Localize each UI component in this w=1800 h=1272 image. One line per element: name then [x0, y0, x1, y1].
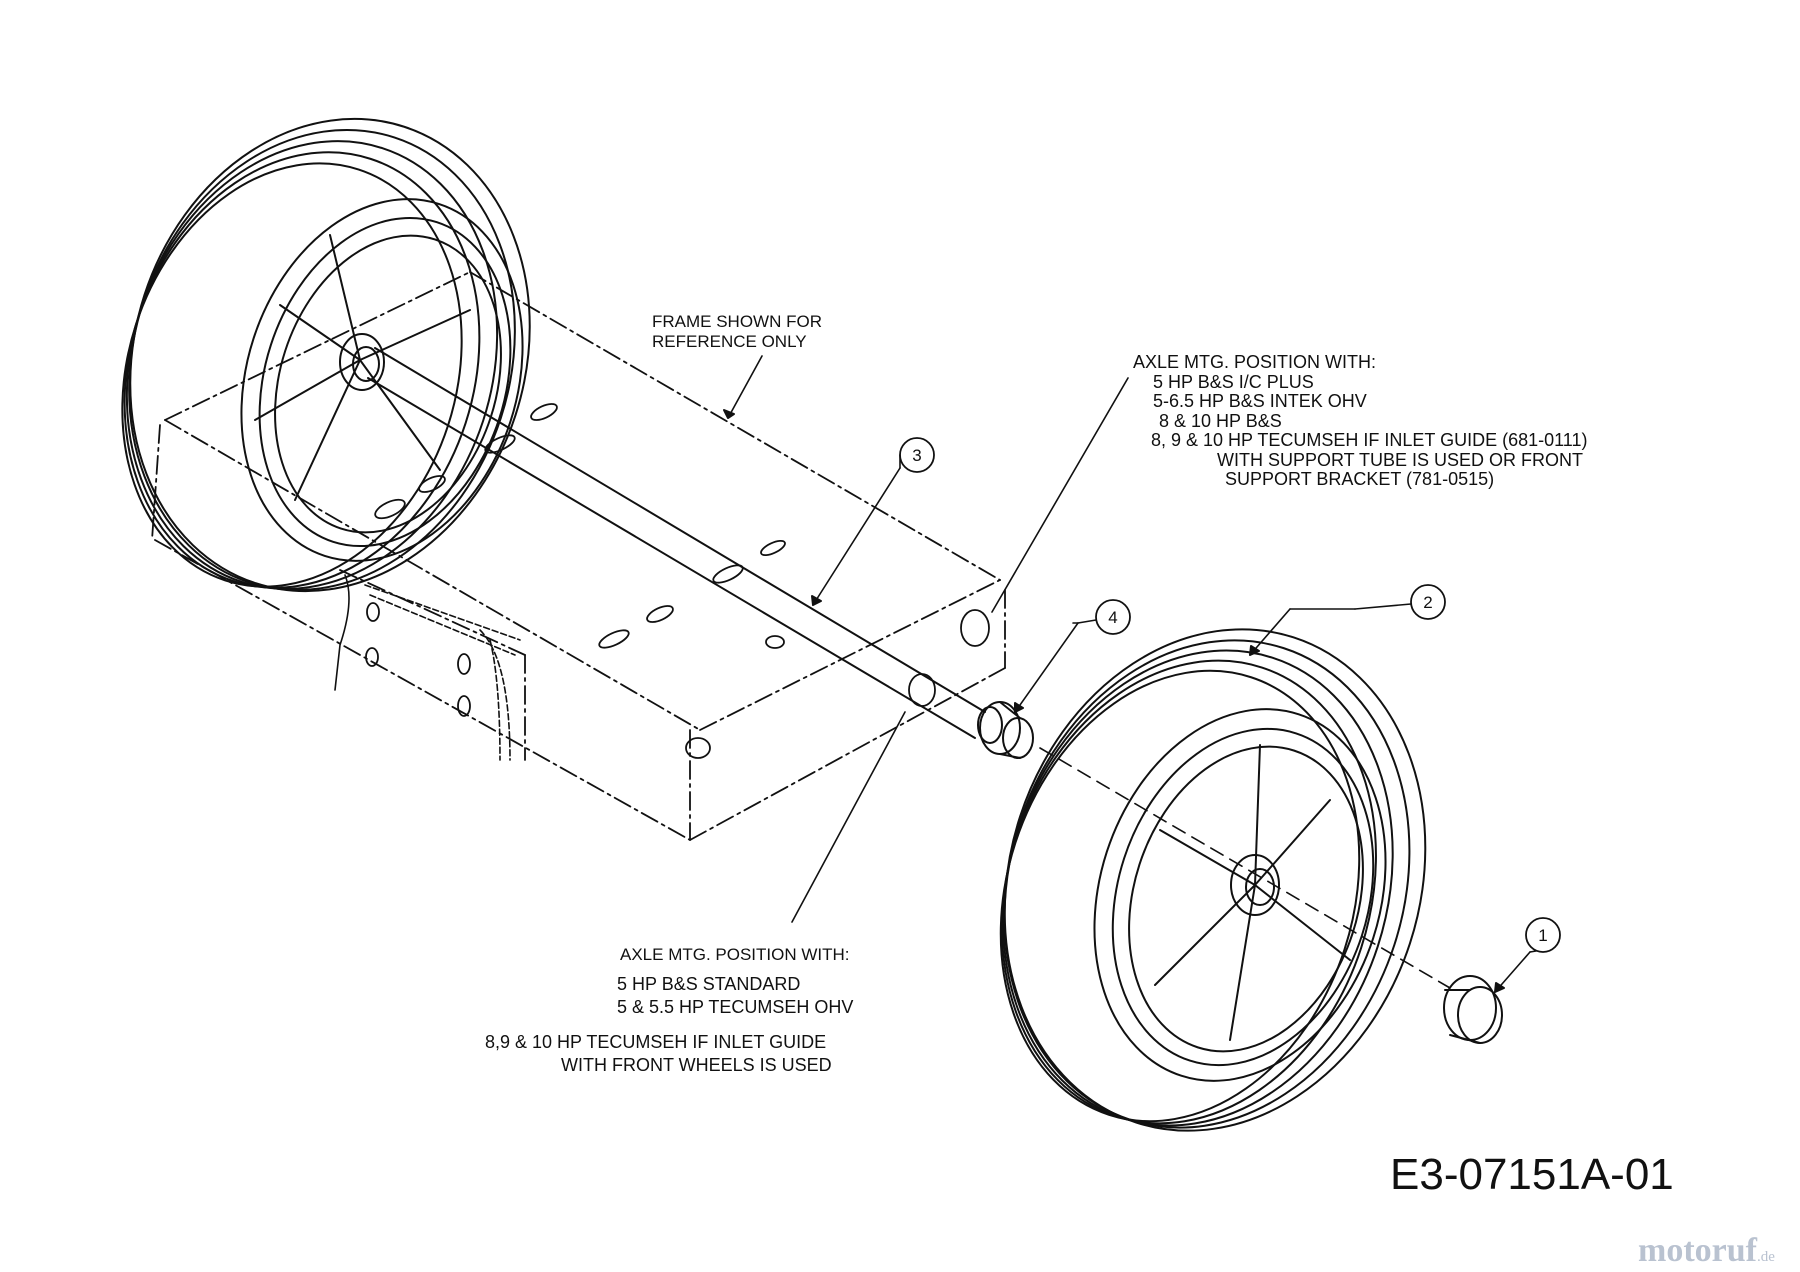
axle-position-lower-items: 5 HP B&S STANDARD 5 & 5.5 HP TECUMSEH OH… — [617, 974, 854, 1017]
bushing-part-4 — [979, 701, 1034, 759]
svg-text:1: 1 — [1538, 926, 1547, 945]
axle-position-lower-heading: AXLE MTG. POSITION WITH: — [620, 945, 850, 964]
callout-2: 2 — [1410, 584, 1446, 620]
axle-rod — [367, 347, 1003, 744]
centerline-axle — [1039, 747, 1451, 989]
callout-4: 4 — [1095, 599, 1131, 635]
drawing-number: E3-07151A-01 — [1390, 1150, 1674, 1199]
arrow-part-2 — [1249, 645, 1260, 656]
arrow-frame-note — [723, 409, 735, 419]
svg-text:4: 4 — [1108, 608, 1117, 627]
arrow-part-3 — [811, 595, 822, 606]
left-wheel — [121, 117, 531, 593]
svg-text:3: 3 — [912, 446, 921, 465]
arrow-part-1 — [1494, 982, 1505, 993]
arrow-part-4 — [1014, 702, 1024, 713]
callout-1: 1 — [1525, 917, 1561, 953]
frame-side-plate — [334, 574, 521, 761]
frame-reference-outline — [151, 271, 1006, 841]
callout-3: 3 — [899, 437, 935, 473]
leader-lines — [727, 355, 1531, 993]
right-wheel — [999, 628, 1427, 1132]
frame-slots — [365, 403, 990, 759]
frame-reference-note: FRAME SHOWN FOR REFERENCE ONLY — [652, 312, 822, 351]
axle-position-lower-extra: 8,9 & 10 HP TECUMSEH IF INLET GUIDE WITH… — [485, 1032, 832, 1075]
watermark-logo: motoruf.de — [1638, 1232, 1775, 1269]
hub-cap-part-1 — [1443, 975, 1503, 1044]
axle-position-upper-note: AXLE MTG. POSITION WITH: 5 HP B&S I/C PL… — [1133, 352, 1588, 489]
svg-text:2: 2 — [1423, 593, 1432, 612]
